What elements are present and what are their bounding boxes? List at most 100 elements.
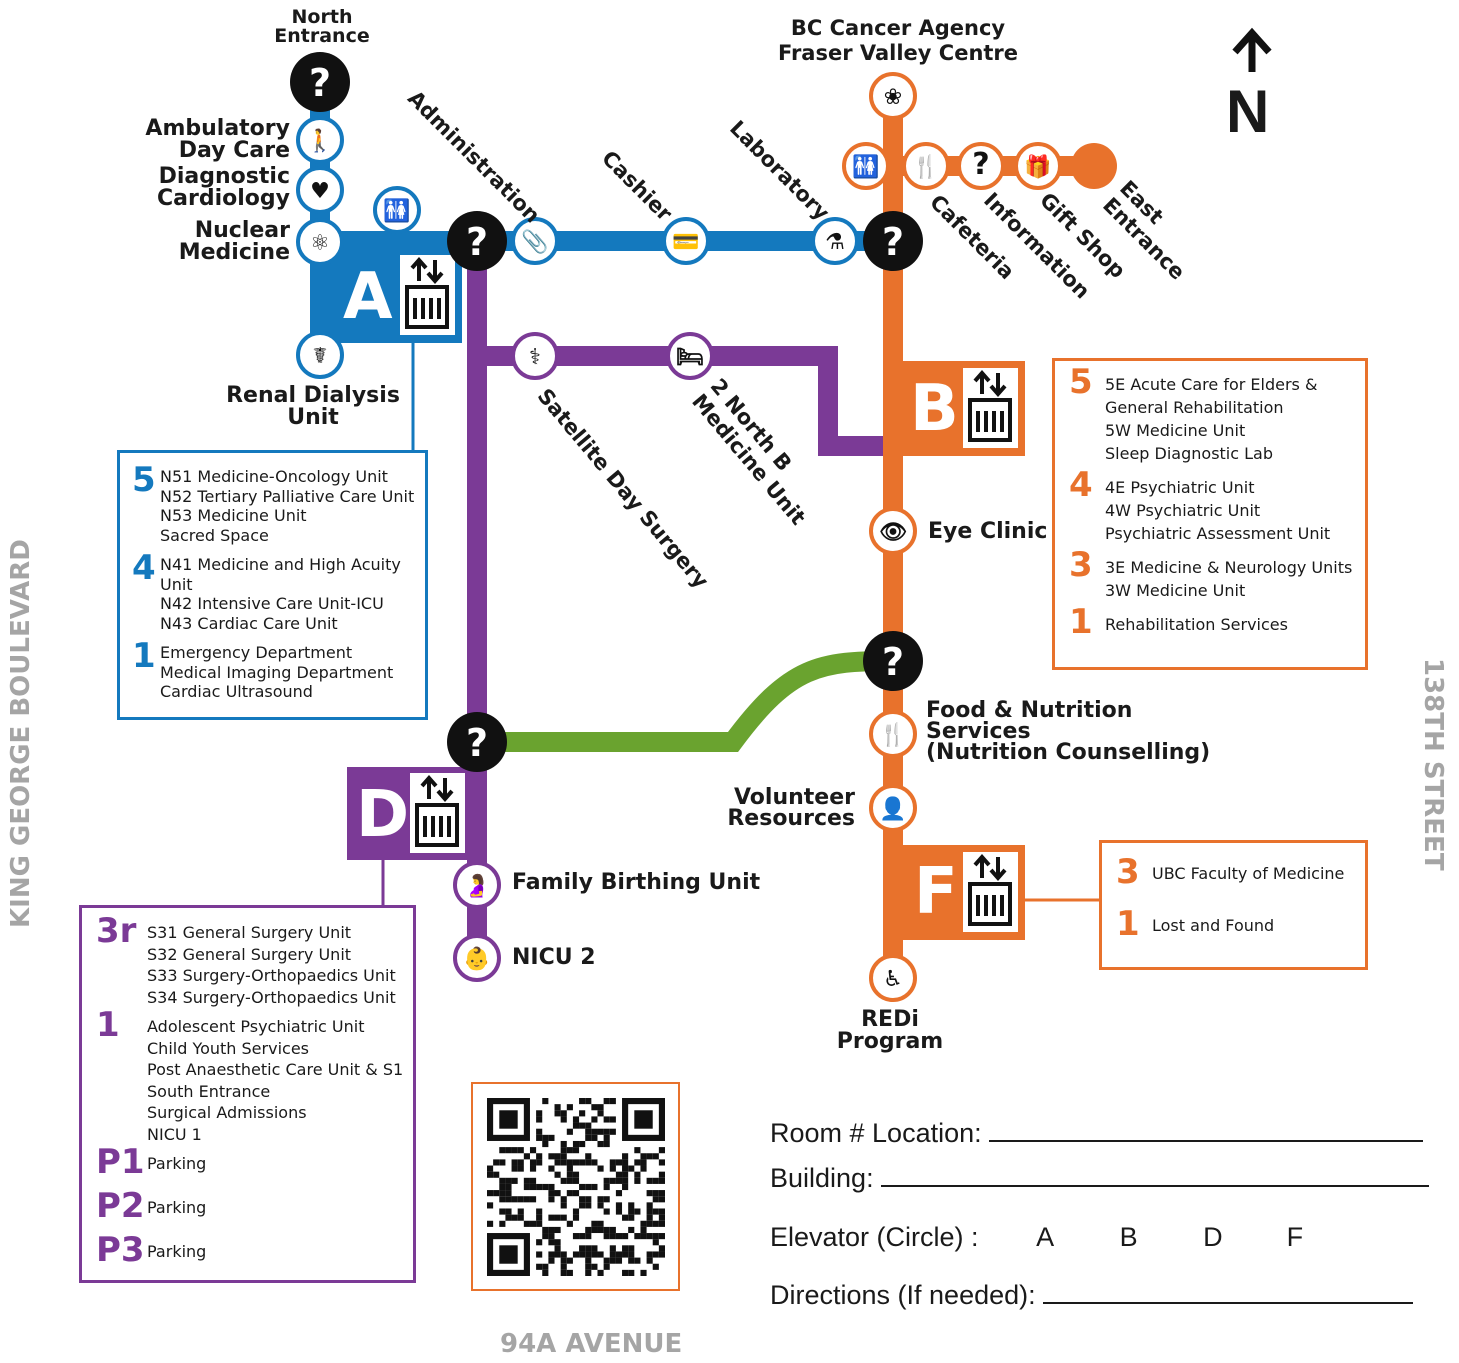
directory-item: 5E Acute Care for Elders & <box>1105 375 1318 394</box>
elevator-option-b[interactable]: B <box>1119 1222 1138 1252</box>
elevator-icon <box>415 774 459 847</box>
directory-item: Sacred Space <box>160 525 269 545</box>
floor-number: 1 <box>96 1005 120 1045</box>
ambulatory-walk-icon: 🚶 <box>296 116 344 164</box>
floor-block: 1 Lost and Found <box>1116 907 1359 941</box>
svg-text:💳: 💳 <box>672 230 699 255</box>
street-west: KING GEORGE BOULEVARD <box>6 539 36 928</box>
floor-number: 1 <box>1116 904 1140 944</box>
elevator-option-a[interactable]: A <box>1036 1222 1055 1252</box>
form-directions-label: Directions (If needed): <box>770 1280 1036 1310</box>
directory-item: Emergency Department <box>160 643 353 662</box>
redi-icon: ♿ <box>869 954 917 1002</box>
birthing-label: Family Birthing Unit <box>512 870 761 895</box>
nuclear-atom-icon: ⚛ <box>296 218 344 266</box>
cafeteria-fork-icon: 🍴 <box>902 142 950 190</box>
directory-item: S31 General Surgery Unit <box>147 923 352 942</box>
svg-text:⚛: ⚛ <box>310 231 330 256</box>
svg-text:?: ? <box>466 220 488 264</box>
directory-item: General Rehabilitation <box>1105 398 1284 417</box>
floor-number: 1 <box>1069 602 1093 642</box>
directory-item: Child Youth Services <box>147 1038 309 1058</box>
svg-text:👶: 👶 <box>463 946 490 972</box>
elevator-option-d[interactable]: D <box>1203 1222 1223 1252</box>
street-east: 138TH STREET <box>1418 658 1448 871</box>
directory-item: Sleep Diagnostic Lab <box>1105 444 1273 463</box>
qr-code <box>487 1098 665 1276</box>
directory-item: Medical Imaging Department <box>160 662 394 682</box>
directions-input[interactable] <box>1043 1280 1414 1304</box>
svg-text:?: ? <box>882 220 904 264</box>
directory-item: Rehabilitation Services <box>1105 615 1288 634</box>
street-south: 94A AVENUE <box>500 1329 683 1359</box>
renal-dialysis-icon: ☤ <box>296 331 344 379</box>
directory-item: 3W Medicine Unit <box>1105 581 1246 600</box>
building-d-letter: D <box>356 778 410 852</box>
directory-item: 3E Medicine & Neurology Units <box>1105 558 1353 577</box>
directory-item: Parking <box>147 1242 207 1261</box>
form-directions: Directions (If needed): <box>770 1280 1414 1311</box>
svg-text:🚻: 🚻 <box>383 198 410 224</box>
directory-item: Lost and Found <box>1152 916 1275 935</box>
washroom-icon-a: 🚻 <box>373 186 421 234</box>
svg-text:🤰: 🤰 <box>463 873 490 899</box>
svg-text:📎: 📎 <box>521 228 548 255</box>
directory-item: UBC Faculty of Medicine <box>1152 864 1345 883</box>
directory-item: S34 Surgery-Orthopaedics Unit <box>147 987 396 1007</box>
north-arrow-icon <box>1232 27 1272 72</box>
floor-number: 5 <box>1069 362 1093 402</box>
directory-item: Adolescent Psychiatric Unit <box>147 1017 365 1036</box>
floor-number: P3 <box>96 1230 145 1270</box>
volunteer-icon: 👤 <box>869 784 917 832</box>
svg-text:🚶: 🚶 <box>306 128 333 154</box>
bed-icon: 🛏 <box>666 332 714 380</box>
svg-text:🍴: 🍴 <box>879 722 906 748</box>
floor-number: 4 <box>1069 465 1093 505</box>
directory-item: S33 Surgery-Orthopaedics Unit <box>147 966 396 985</box>
building-b-letter: B <box>910 372 959 446</box>
b-info-icon: ? <box>863 211 923 271</box>
elevator-option-f[interactable]: F <box>1286 1222 1304 1252</box>
elevator-icon <box>405 256 1012 926</box>
floor-number: 3r <box>96 911 137 951</box>
floor-number: 1 <box>132 636 156 676</box>
green-line <box>477 651 894 752</box>
directory-item: N42 Intensive Care Unit-ICU <box>160 594 384 613</box>
svg-text:♥: ♥ <box>310 179 330 204</box>
directory-item: 5W Medicine Unit <box>1105 421 1246 440</box>
svg-text:🛏: 🛏 <box>676 345 704 370</box>
directory-item: N51 Medicine-Oncology Unit <box>160 467 388 486</box>
bc-cancer-icon: ❀ <box>869 72 917 120</box>
directory-item: N52 Tertiary Palliative Care Unit <box>160 486 415 506</box>
qr-code-frame[interactable] <box>471 1082 680 1291</box>
directory-item: Post Anaesthetic Care Unit & S1 <box>147 1060 404 1079</box>
svg-text:♿: ♿ <box>883 967 903 992</box>
svg-text:❀: ❀ <box>884 85 902 110</box>
admin-info-icon: ? <box>447 211 507 271</box>
directory-item: 4E Psychiatric Unit <box>1105 478 1255 497</box>
directory-item: South Entrance <box>147 1081 271 1101</box>
room-input[interactable] <box>989 1118 1424 1142</box>
green-info-icon: ? <box>863 631 923 691</box>
building-a-letter: A <box>343 260 393 334</box>
cardiology-heart-icon: ♥ <box>296 166 344 214</box>
directory-item: Parking <box>147 1198 207 1217</box>
building-input[interactable] <box>881 1163 1430 1187</box>
directory-item: Parking <box>147 1154 207 1173</box>
floor-number: 3 <box>1116 852 1140 892</box>
form-room-label: Room # Location: <box>770 1118 982 1148</box>
svg-text:?: ? <box>882 640 904 684</box>
north-entrance-info-icon: ? <box>290 52 350 112</box>
eye-icon: 👁 <box>869 507 917 555</box>
